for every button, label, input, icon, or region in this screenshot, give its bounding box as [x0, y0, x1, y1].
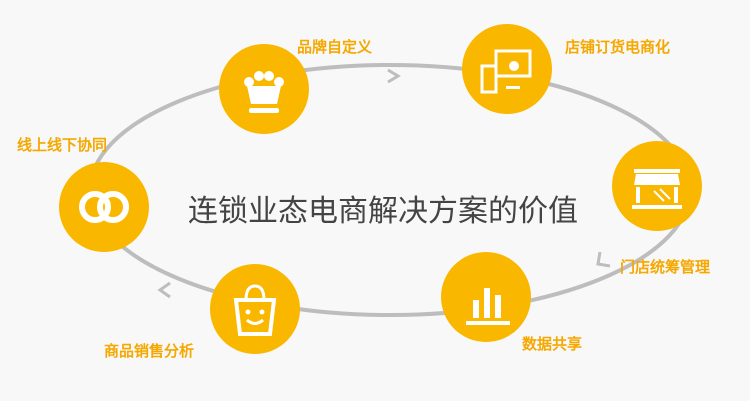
node-omnichannel — [59, 162, 149, 252]
label-brand: 品牌自定义 — [297, 38, 373, 56]
label-store: 门店统筹管理 — [620, 258, 711, 276]
node-brand — [219, 44, 309, 134]
arrow-icon — [387, 68, 401, 84]
node-data — [441, 252, 531, 342]
label-sales: 商品销售分析 — [104, 342, 195, 360]
devices-icon — [480, 49, 532, 94]
node-ordering — [462, 24, 552, 114]
shopping-bag-icon — [233, 284, 277, 336]
diagram-title: 连锁业态电商解决方案的价值 — [188, 194, 578, 229]
node-store — [612, 141, 702, 231]
store-icon — [632, 169, 682, 209]
crown-icon — [244, 71, 284, 113]
bar-chart-icon — [466, 288, 510, 325]
label-omnichannel: 线上线下协同 — [17, 136, 108, 154]
rings-icon — [79, 191, 129, 223]
arrow-icon — [596, 251, 611, 268]
node-sales — [210, 264, 300, 354]
label-ordering: 店铺订货电商化 — [565, 38, 671, 56]
arrow-icon — [157, 281, 171, 299]
label-data: 数据共享 — [522, 335, 583, 353]
